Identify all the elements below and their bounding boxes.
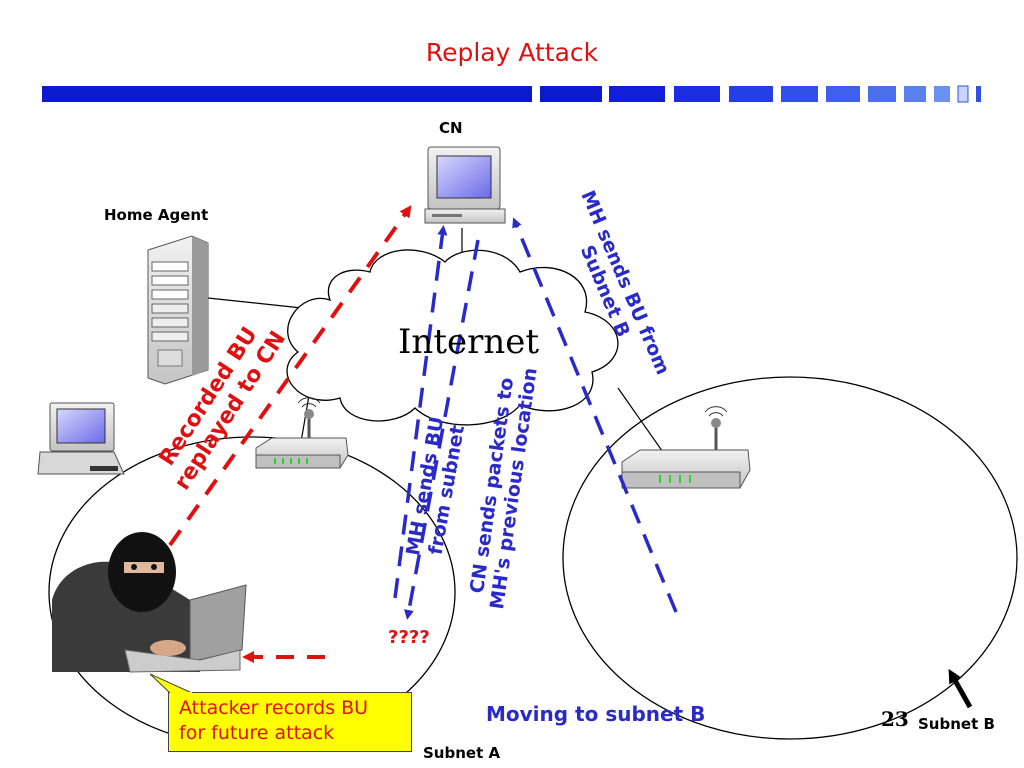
home-agent-label: Home Agent: [104, 206, 209, 224]
cn-computer-icon: [424, 146, 506, 224]
callout-line-1: Attacker records BU: [179, 697, 369, 719]
callout-pointer: [150, 673, 193, 694]
router-b-icon: [621, 406, 751, 489]
replayed-bu-arrow: [168, 205, 412, 547]
page-number: 23: [881, 707, 909, 731]
home-agent-server-icon: [147, 235, 209, 385]
laptop-icon: [37, 402, 125, 475]
subnet-b-ellipse: [562, 376, 1018, 740]
moving-label: Moving to subnet B: [486, 702, 706, 726]
slide-title: Replay Attack: [425, 38, 599, 67]
attacker-callout: Attacker records BU for future attack: [168, 692, 412, 752]
header-bar: [42, 85, 981, 103]
subnet-a-label: Subnet A: [423, 744, 501, 762]
cn-label: CN: [439, 119, 463, 137]
subnet-b-pointer-arrow: [948, 668, 973, 709]
router-a-icon: [255, 397, 349, 469]
attacker-figure: [52, 532, 247, 673]
callout-line-2: for future attack: [179, 722, 335, 744]
internet-cloud: [286, 249, 619, 426]
subnet-b-label: Subnet B: [918, 715, 995, 733]
unknown-destination-label: ????: [388, 627, 430, 648]
bu-from-subnet-b-arrow: [512, 217, 678, 613]
internet-label: Internet: [398, 322, 540, 362]
